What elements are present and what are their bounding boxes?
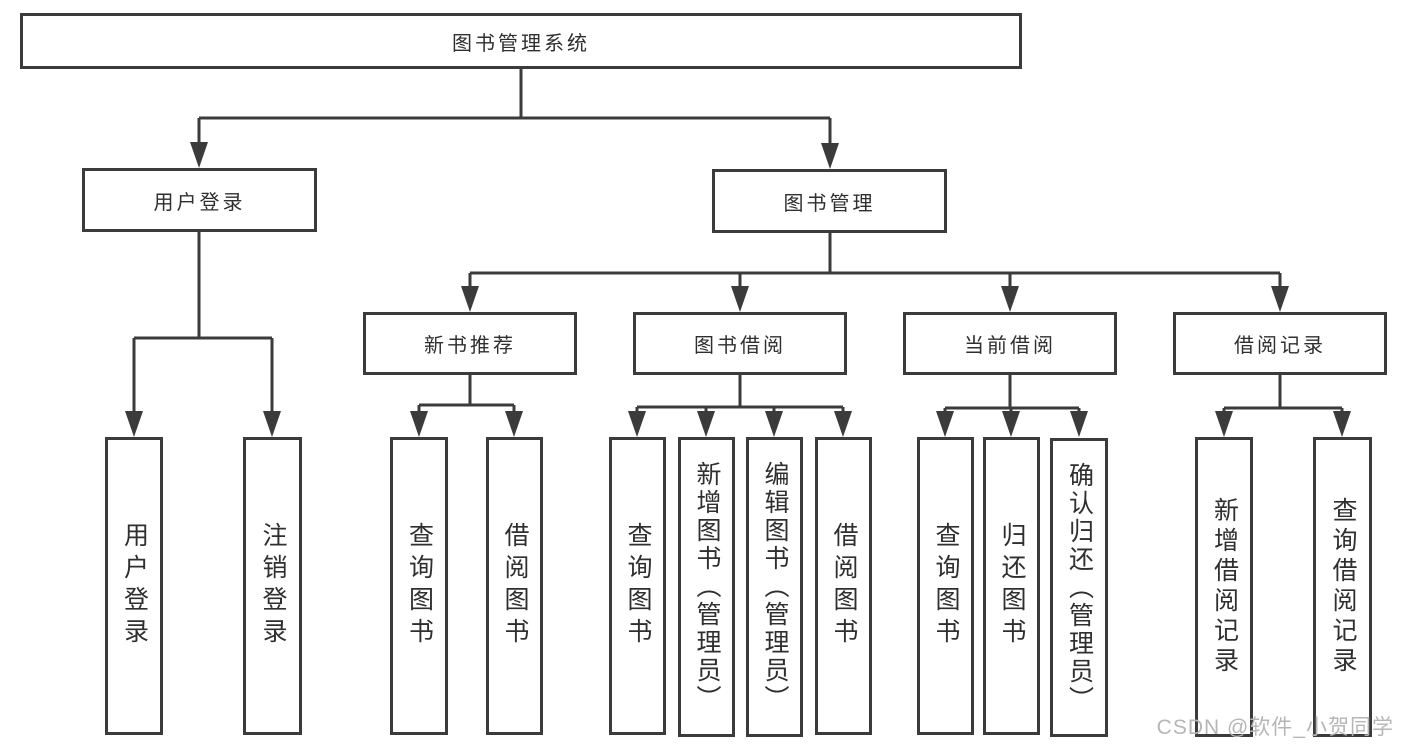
leaf-query-books-recommend-label: 查询图书 [405, 522, 434, 650]
node-current-borrow: 当前借阅 [903, 312, 1117, 375]
connector-new-book-to-leaves [417, 375, 516, 419]
leaf-query-books-current-label: 查询图书 [932, 522, 960, 650]
leaf-add-book-admin-label: 新增图书（管理员） [693, 461, 721, 713]
node-root-system: 图书管理系统 [20, 13, 1022, 69]
connector-root-to-level2 [197, 69, 832, 151]
leaf-query-borrow-record-label: 查询借阅记录 [1329, 497, 1357, 677]
node-root-label: 图书管理系统 [452, 32, 590, 55]
leaf-query-books-recommend: 查询图书 [390, 437, 448, 735]
connector-borrow-records-to-leaves [1222, 375, 1344, 419]
node-book-borrow-label: 图书借阅 [694, 335, 786, 357]
leaf-query-books-current: 查询图书 [917, 437, 974, 735]
leaf-return-books-label: 归还图书 [998, 522, 1026, 650]
leaf-logout: 注销登录 [243, 437, 302, 735]
leaf-edit-book-admin-label: 编辑图书（管理员） [761, 461, 789, 713]
leaf-user-login-label: 用户登录 [120, 522, 149, 650]
leaf-borrow-books-recommend-label: 借阅图书 [501, 522, 529, 650]
node-current-borrow-label: 当前借阅 [964, 335, 1056, 357]
node-new-book-recommend: 新书推荐 [363, 312, 577, 375]
leaf-query-books-borrow: 查询图书 [609, 437, 666, 735]
node-borrow-records-label: 借阅记录 [1234, 335, 1326, 357]
leaf-edit-book-admin: 编辑图书（管理员） [746, 437, 803, 737]
leaf-return-books: 归还图书 [983, 437, 1040, 735]
arrowheads [125, 142, 1351, 437]
node-book-management-label: 图书管理 [783, 192, 876, 215]
leaf-query-borrow-record: 查询借阅记录 [1313, 437, 1372, 737]
leaf-borrow-books-recommend: 借阅图书 [486, 437, 543, 735]
leaf-confirm-return-admin: 确认归还（管理员） [1050, 438, 1108, 737]
leaf-add-borrow-record: 新增借阅记录 [1195, 437, 1253, 737]
leaf-borrow-books-borrow-label: 借阅图书 [830, 522, 858, 650]
connector-book-borrow-to-leaves [635, 375, 845, 419]
node-book-borrow: 图书借阅 [633, 312, 847, 375]
csdn-watermark: CSDN @软件_小贺同学 [1156, 716, 1394, 739]
node-user-login-label: 用户登录 [153, 191, 246, 214]
leaf-add-book-admin: 新增图书（管理员） [678, 437, 735, 737]
leaf-logout-label: 注销登录 [259, 522, 287, 650]
leaf-confirm-return-admin-label: 确认归还（管理员） [1065, 461, 1094, 714]
node-borrow-records: 借阅记录 [1173, 312, 1387, 375]
leaf-query-books-borrow-label: 查询图书 [624, 522, 652, 650]
node-user-login: 用户登录 [82, 168, 317, 232]
connector-user-login-to-leaves [132, 232, 274, 419]
connector-book-mgmt-to-level3 [468, 233, 1282, 294]
leaf-borrow-books-borrow: 借阅图书 [815, 437, 872, 735]
node-book-management: 图书管理 [712, 169, 947, 233]
node-new-book-recommend-label: 新书推荐 [424, 335, 516, 357]
leaf-user-login: 用户登录 [105, 437, 163, 735]
leaf-add-borrow-record-label: 新增借阅记录 [1210, 497, 1239, 677]
